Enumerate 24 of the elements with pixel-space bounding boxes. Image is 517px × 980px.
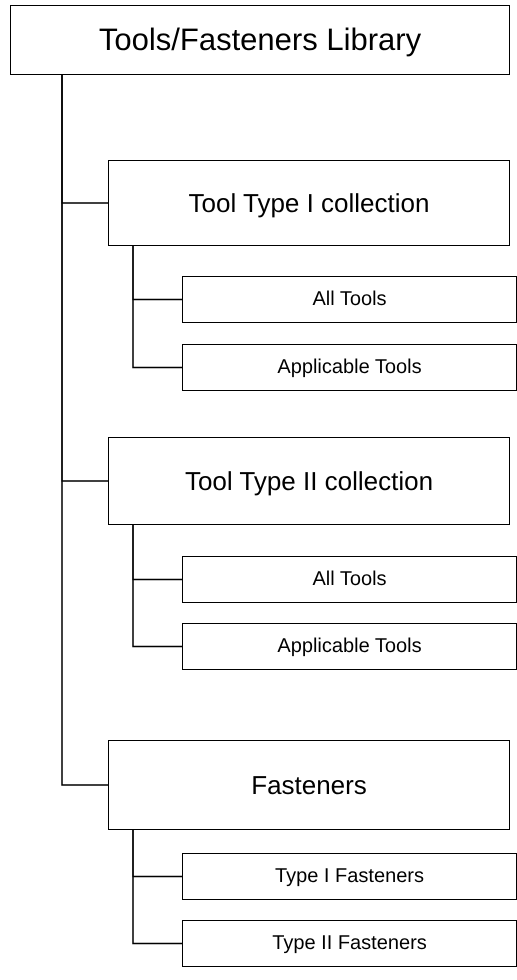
box-label: Fasteners: [251, 770, 367, 800]
connector-line: [61, 75, 108, 786]
tree-box: [10, 5, 510, 75]
box-label: All Tools: [312, 568, 387, 591]
connector-line: [132, 525, 182, 648]
tree-box: [182, 556, 517, 603]
connector-line: [132, 246, 182, 368]
tree-box: [108, 160, 510, 246]
box-label: Applicable Tools: [277, 635, 422, 658]
box-label: Tool Type II collection: [184, 466, 434, 496]
tree-box: [108, 740, 510, 830]
tree-box: [108, 437, 510, 525]
box-label: Applicable Tools: [277, 356, 422, 379]
box-label: All Tools: [312, 288, 387, 311]
tree-box: [182, 623, 517, 670]
tree-box: [182, 920, 517, 967]
tree-box: [182, 344, 517, 391]
box-label: Tools/Fasteners Library: [98, 22, 422, 58]
box-label: Type II Fasteners: [272, 932, 427, 955]
connector-line: [132, 830, 182, 944]
tree-box: [182, 853, 517, 900]
tree-box: [182, 276, 517, 323]
box-label: Tool Type I collection: [188, 188, 430, 218]
box-label: Type I Fasteners: [275, 865, 424, 888]
